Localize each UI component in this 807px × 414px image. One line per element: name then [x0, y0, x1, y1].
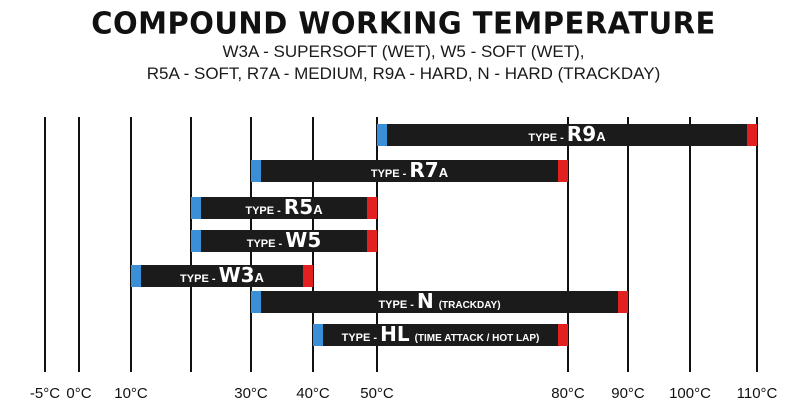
cold-end-marker: [313, 324, 323, 346]
hot-end-marker: [367, 197, 377, 219]
bar-label: TYPE - W3A: [180, 263, 265, 287]
x-tick-label: 10°C: [114, 385, 148, 402]
cold-end-marker: [131, 265, 141, 287]
x-tick-label: 80°C: [551, 385, 585, 402]
cold-end-marker: [251, 160, 261, 182]
hot-end-marker: [558, 324, 568, 346]
x-tick-label: -5°C: [30, 385, 60, 402]
x-tick-label: 100°C: [669, 385, 711, 402]
hot-end-marker: [558, 160, 568, 182]
chart-title: COMPOUND WORKING TEMPERATURE: [91, 5, 716, 41]
range-bar: [313, 324, 568, 346]
bar-label: TYPE - R5A: [245, 195, 323, 219]
bar-label: TYPE - HL(TIME ATTACK / HOT LAP): [342, 322, 540, 346]
x-tick-label: 0°C: [66, 385, 91, 402]
range-bar: [191, 197, 377, 219]
range-bar: [251, 160, 568, 182]
x-tick-label: 110°C: [737, 385, 778, 402]
x-axis-tick-labels: -5°C 0°C 10°C 30°C 40°C 50°C 80°C 90°C 100°C 110°…: [30, 385, 778, 402]
x-tick-label: 50°C: [360, 385, 394, 402]
cold-end-marker: [191, 230, 201, 252]
range-bar: [191, 230, 377, 252]
cold-end-marker: [377, 124, 387, 146]
compound-bars: TYPE - R9A TYPE - R7A TYPE - R5A TYPE - W5 T…: [131, 122, 757, 346]
cold-end-marker: [191, 197, 201, 219]
chart-subtitle-line-1: W3A - SUPERSOFT (WET), W5 - SOFT (WET),: [222, 42, 585, 61]
range-bar: [377, 124, 757, 146]
x-tick-label: 30°C: [234, 385, 268, 402]
bar-label: TYPE - W5: [247, 228, 322, 252]
x-tick-label: 90°C: [611, 385, 645, 402]
hot-end-marker: [303, 265, 313, 287]
hot-end-marker: [367, 230, 377, 252]
x-tick-label: 40°C: [296, 385, 330, 402]
chart-subtitle-line-2: R5A - SOFT, R7A - MEDIUM, R9A - HARD, N …: [146, 64, 661, 83]
bar-label: TYPE - R9A: [528, 122, 606, 146]
range-bar: [251, 291, 628, 313]
hot-end-marker: [618, 291, 628, 313]
range-bar: [131, 265, 313, 287]
bar-label: TYPE - N(TRACKDAY): [378, 289, 500, 313]
bar-label: TYPE - R7A: [371, 158, 449, 182]
cold-end-marker: [251, 291, 261, 313]
hot-end-marker: [747, 124, 757, 146]
